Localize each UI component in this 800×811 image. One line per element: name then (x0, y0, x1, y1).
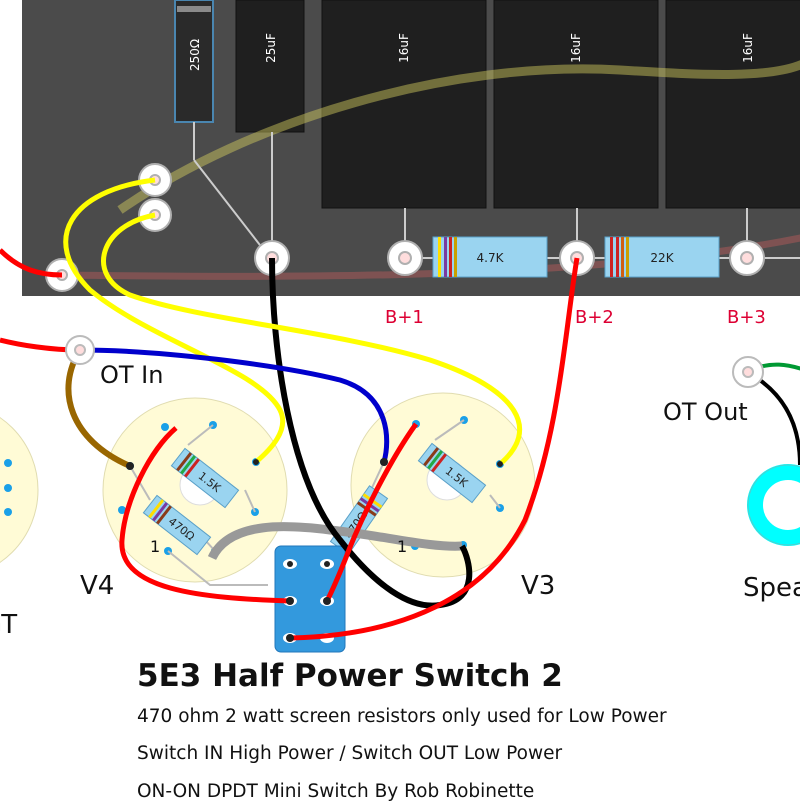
socket-left-partial (0, 417, 39, 563)
resistor-250-label: 250Ω (188, 39, 202, 71)
capacitor-16uf-a (321, 0, 487, 209)
label-v4: V4 (80, 571, 114, 601)
note-line-1: 470 ohm 2 watt screen resistors only use… (137, 706, 667, 727)
capacitor-25uf (235, 0, 305, 133)
capacitor-16uf-b (493, 0, 659, 209)
yellow-wire-v4 (63, 177, 286, 464)
label-v4-pin1: 1 (150, 537, 160, 556)
resistor-250-ohm (174, 0, 214, 123)
faded-yellow-wire (117, 60, 800, 214)
label-left-partial: GT (0, 610, 17, 640)
label-ot-in: OT In (100, 361, 163, 389)
label-b3: B+3 (727, 307, 766, 328)
label-v3-pin1: 1 (397, 537, 407, 556)
brown-wire (65, 348, 132, 469)
blue-wire (79, 347, 390, 463)
note-line-3: ON-ON DPDT Mini Switch By Rob Robinette (137, 781, 535, 802)
label-speaker: Spea (743, 573, 800, 603)
capacitor-16uf-b-label: 16uF (569, 33, 583, 63)
note-line-2: Switch IN High Power / Switch OUT Low Po… (137, 743, 563, 764)
resistor-v4-470-ohm: 470Ω (142, 494, 212, 556)
label-b2: B+2 (575, 307, 614, 328)
yellow-wire-v3 (101, 212, 522, 466)
resistor-22k-label: 22K (650, 251, 674, 265)
capacitor-25uf-label: 25uF (264, 33, 278, 63)
capacitor-16uf-c (665, 0, 800, 209)
capacitor-16uf-a-label: 16uF (397, 33, 411, 63)
speaker-jack (747, 464, 800, 546)
red-wire-v3 (324, 422, 419, 603)
page-title: 5E3 Half Power Switch 2 (137, 658, 563, 694)
capacitor-16uf-c-label: 16uF (741, 33, 755, 63)
ot-eyelets (65, 335, 764, 388)
resistor-4-7k-label: 4.7K (477, 251, 505, 265)
red-wire-b2 (289, 257, 580, 641)
label-ot-out: OT Out (663, 398, 748, 426)
label-v3: V3 (521, 571, 555, 601)
red-wire-v4 (119, 426, 291, 604)
red-wire-left (0, 248, 63, 278)
label-b1: B+1 (385, 307, 424, 328)
